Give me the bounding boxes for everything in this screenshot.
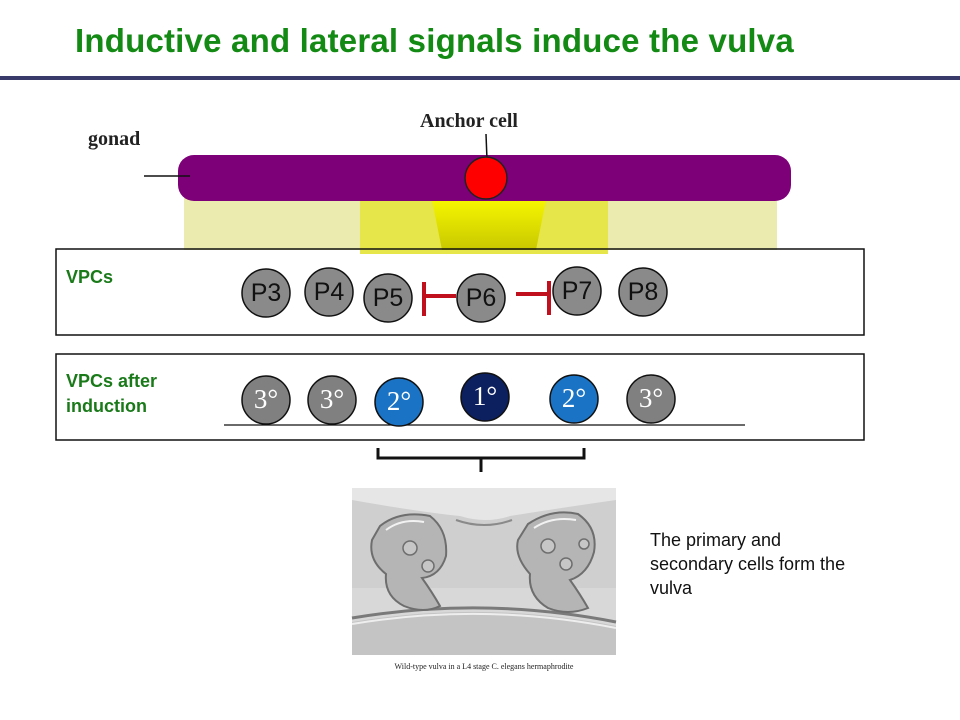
page-title: Inductive and lateral signals induce the…	[75, 22, 794, 59]
vulva-caption: The primary and secondary cells form the…	[650, 530, 846, 598]
fate-label-p7: 2°	[561, 383, 587, 413]
inductive-signal-funnel	[432, 200, 546, 250]
fate-label-p8: 3°	[638, 383, 664, 413]
vpcs-after-label: VPCs after induction	[66, 371, 158, 416]
vpc-label-p8: P8	[627, 278, 659, 306]
anchor-cell-label: Anchor cell	[420, 110, 518, 132]
vpc-label-p7: P7	[561, 277, 593, 305]
micrograph-caption: Wild-type vulva in a L4 stage C. elegans…	[352, 655, 616, 678]
fate-cell-p3	[241, 375, 291, 425]
fate-cell-p7	[549, 374, 599, 424]
vulva-bracket	[376, 448, 586, 472]
fate-label-p3: 3°	[253, 384, 279, 414]
anchor-cell-pointer	[485, 133, 488, 161]
vpc-cell-p5	[363, 273, 413, 323]
lateral-inhibition-right	[516, 281, 551, 315]
vpc-cell-p7	[552, 266, 602, 316]
vpc-label-p4: P4	[313, 278, 345, 306]
vpc-cell-p3	[241, 268, 291, 318]
vpcs-label: VPCs	[66, 267, 114, 287]
fate-cell-p5	[374, 377, 424, 427]
vpc-label-p5: P5	[372, 284, 404, 312]
title-underline	[0, 76, 960, 80]
fate-label-p6: 1°	[472, 381, 498, 411]
fate-cell-p6	[460, 372, 510, 422]
fate-label-p4: 3°	[319, 384, 345, 414]
vpcs-box	[55, 248, 865, 336]
vpc-cell-p8	[618, 267, 668, 317]
vpcs-after-box	[55, 353, 865, 441]
vpc-cell-p4	[304, 267, 354, 317]
vulva-micrograph	[351, 488, 617, 678]
lateral-inhibition-left	[422, 282, 456, 316]
vpc-cell-p6	[456, 273, 506, 323]
fate-label-p5: 2°	[386, 386, 412, 416]
fate-cell-p8	[626, 374, 676, 424]
anchor-cell	[464, 156, 508, 200]
vpc-label-p6: P6	[465, 284, 497, 312]
gonad-label: gonad	[88, 128, 141, 150]
fate-cell-p4	[307, 375, 357, 425]
vpc-label-p3: P3	[250, 279, 282, 307]
